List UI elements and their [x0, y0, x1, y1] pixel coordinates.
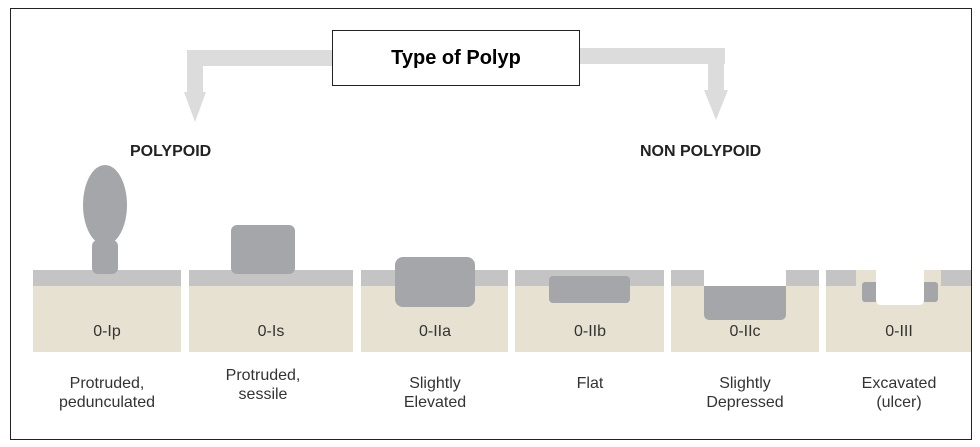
diagram-title: Type of Polyp: [332, 30, 580, 86]
type-description-0-iic: Slightly Depressed: [706, 375, 784, 411]
type-description-0-is: Protruded, sessile: [225, 367, 301, 403]
polyp-panel-0-ip: [33, 165, 181, 352]
polyp-panel-0-iii: [826, 270, 971, 352]
type-code-0-iia: 0-IIa: [418, 323, 451, 340]
group-label-polypoid: POLYPOID: [130, 143, 212, 160]
polyp-panel-0-iia: [361, 257, 508, 352]
group-label-non-polypoid: NON POLYPOID: [640, 143, 762, 160]
type-code-0-ip: 0-Ip: [93, 323, 121, 340]
type-code-0-iic: 0-IIc: [729, 323, 761, 340]
type-description-0-iib: Flat: [576, 375, 604, 392]
type-description-0-iia: Slightly Elevated: [403, 375, 467, 411]
right-arrow: [580, 48, 728, 120]
type-code-0-is: 0-Is: [257, 323, 285, 340]
type-description-0-ip: Protruded, pedunculated: [58, 375, 156, 411]
polyp-panel-0-is: [189, 225, 353, 352]
type-code-0-iii: 0-III: [885, 323, 913, 340]
type-description-0-iii: Excavated (ulcer): [861, 375, 937, 411]
polyp-panel-0-iib: [515, 270, 664, 352]
left-arrow: [184, 50, 332, 122]
type-code-0-iib: 0-IIb: [573, 323, 606, 340]
polyp-panel-0-iic: [671, 270, 819, 352]
